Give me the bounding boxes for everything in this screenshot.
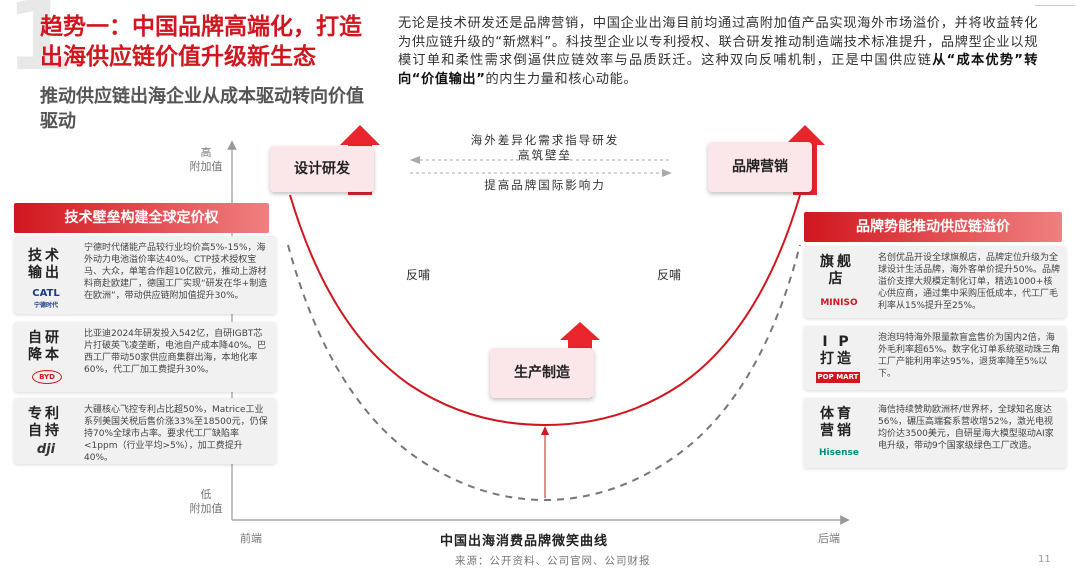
dji-logo: dji bbox=[36, 442, 56, 457]
page-subtitle: 推动供应链出海企业从成本驱动转向价值驱动 bbox=[40, 86, 364, 132]
top-divider bbox=[1035, 5, 1075, 6]
page-title: 趋势一：中国品牌高端化，打造出海供应链价值升级新生态 bbox=[40, 14, 362, 70]
card-label: I P 打造 bbox=[820, 334, 854, 367]
curve-title: 中国出海消费品牌微笑曲线 bbox=[440, 534, 609, 549]
upper-arrow-text: 海外差异化需求指导研发 高筑壁垒 bbox=[470, 133, 620, 162]
card-label: 体育 营销 bbox=[820, 406, 854, 439]
rd-box: 设计研发 bbox=[270, 146, 374, 192]
brand-marketing-box: 品牌营销 bbox=[708, 142, 812, 192]
card-text: 名创优品开设全球旗舰店，品牌定位升级为全球设计生活品牌，海外客单价提升50%。品… bbox=[878, 253, 1061, 311]
card-label: 旗舰 店 bbox=[820, 254, 854, 287]
card-text: 海信持续赞助欧洲杯/世界杯，全球知名度达56%，碾压高端套系营收增52%，激光电… bbox=[878, 405, 1054, 451]
left-card-byd: 自研 降本 BYD 比亚迪2024年研发投入542亿，自研IGBT芯片打破英飞凌… bbox=[14, 322, 276, 392]
left-panel-header: 技术壁垒构建全球定价权 bbox=[14, 203, 269, 233]
popmart-logo: POP MART bbox=[816, 372, 860, 383]
left-card-dji: 专利 自持 dji 大疆核心飞控专利占比超50%，Matrice工业系列美国关税… bbox=[14, 398, 276, 464]
section-number: 1 bbox=[6, 0, 73, 92]
intro-text-2: 的内生力量和核心动能。 bbox=[485, 71, 638, 87]
card-label: 技术 输出 bbox=[28, 248, 62, 281]
lower-arrow-text: 提高品牌国际影响力 bbox=[484, 178, 606, 192]
intro-paragraph: 无论是技术研发还是品牌营销，中国企业出海目前均通过高附加值产品实现海外市场溢价，… bbox=[398, 15, 1038, 89]
right-panel-header: 品牌势能推动供应链溢价 bbox=[804, 212, 1062, 242]
hisense-logo: Hisense bbox=[819, 448, 859, 458]
catl-logo-sub: 宁德时代 bbox=[33, 302, 58, 309]
source-note: 来源：公开资料、公司官网、公司财报 bbox=[455, 555, 651, 567]
card-label: 专利 自持 bbox=[28, 406, 62, 439]
card-text: 比亚迪2024年研发投入542亿，自研IGBT芯片打破英飞凌垄断，电池自产成本降… bbox=[84, 329, 267, 375]
page-number: 11 bbox=[1038, 554, 1051, 565]
lower-dotted-arrowhead bbox=[662, 169, 672, 177]
left-card-catl: 技术 输出 CATL 宁德时代 宁德时代储能产品较行业均价高5%-15%，海外动… bbox=[14, 236, 276, 314]
right-card-hisense: 体育 营销 Hisense 海信持续赞助欧洲杯/世界杯，全球知名度达56%，碾压… bbox=[804, 398, 1066, 468]
dashed-smile-curve bbox=[287, 244, 801, 502]
feedback-right-label: 反哺 bbox=[657, 268, 682, 282]
lift-arrowhead bbox=[541, 426, 549, 435]
card-text: 泡泡玛特海外限量款盲盒售价为国内2倍，海外毛利率超65%。数字化订单系统驱动珠三… bbox=[878, 333, 1061, 379]
y-axis-low-label: 低 附加值 bbox=[189, 488, 223, 515]
card-text: 大疆核心飞控专利占比超50%，Matrice工业系列美国关税后售价涨33%至18… bbox=[84, 405, 268, 463]
right-card-miniso: 旗舰 店 MINISO 名创优品开设全球旗舰店，品牌定位升级为全球设计生活品牌，… bbox=[804, 246, 1066, 318]
catl-logo: CATL bbox=[32, 288, 60, 299]
miniso-logo: MINISO bbox=[820, 298, 858, 308]
manufacturing-box: 生产制造 bbox=[490, 348, 594, 398]
red-smile-curve bbox=[289, 194, 801, 427]
feedback-left-label: 反哺 bbox=[406, 268, 431, 282]
upper-dotted-arrowhead bbox=[410, 156, 420, 164]
card-label: 自研 降本 bbox=[28, 330, 62, 363]
right-card-popmart: I P 打造 POP MART 泡泡玛特海外限量款盲盒售价为国内2倍，海外毛利率… bbox=[804, 326, 1066, 390]
x-axis-front-label: 前端 bbox=[240, 532, 262, 545]
byd-logo: BYD bbox=[32, 370, 62, 384]
card-text: 宁德时代储能产品较行业均价高5%-15%，海外动力电池溢价率达40%。CTP技术… bbox=[84, 243, 268, 301]
intro-text-1: 无论是技术研发还是品牌营销，中国企业出海目前均通过高附加值产品实现海外市场溢价，… bbox=[398, 16, 1038, 68]
x-axis-back-label: 后端 bbox=[818, 532, 840, 545]
intro-highlight: 从“成本优势”转向“价值输出” bbox=[398, 53, 1038, 87]
y-axis-high-label: 高 附加值 bbox=[189, 146, 223, 173]
